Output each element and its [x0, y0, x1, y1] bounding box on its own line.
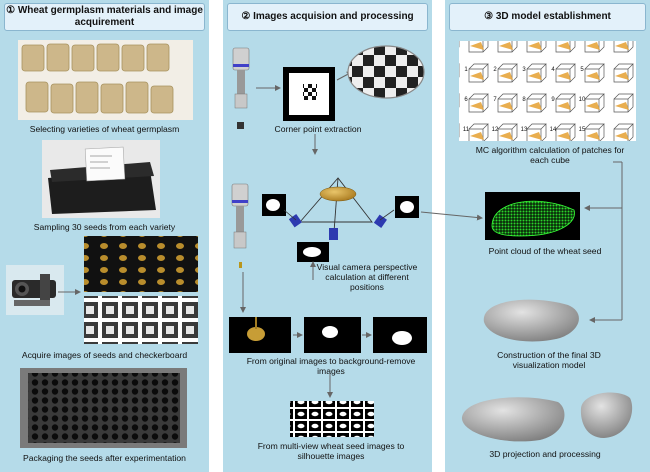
- panel3-header: ③ 3D model establishment: [449, 3, 646, 31]
- background-removed-image: [304, 317, 361, 353]
- cube-number: 3: [522, 67, 526, 73]
- cube-number: 1: [464, 67, 468, 73]
- corner-zoom-ellipse: [347, 45, 425, 99]
- panel3-title: 3D model establishment: [495, 11, 611, 22]
- camera-side: [231, 183, 249, 268]
- silhouette-grid: [290, 401, 374, 437]
- original-image: [229, 317, 291, 353]
- cube-number: 13: [521, 127, 528, 133]
- caption-pointcloud: Point cloud of the wheat seed: [488, 246, 602, 256]
- cube-number: 15: [579, 127, 586, 133]
- point-cloud-seed: [485, 192, 580, 240]
- cube-number: 10: [579, 97, 586, 103]
- packaging-tray-photo: [20, 368, 187, 448]
- caption-acquire: Acquire images of seeds and checkerboard: [21, 350, 188, 360]
- calibration-board: [283, 67, 335, 121]
- cube-number: 8: [522, 97, 526, 103]
- caption-selecting: Selecting varieties of wheat germplasm: [29, 124, 180, 134]
- caption-mc: MC algorithm calculation of patches for …: [475, 145, 625, 165]
- caption-projection: 3D projection and processing: [489, 449, 601, 459]
- caption-packaging: Packaging the seeds after experimentatio…: [23, 453, 186, 463]
- caption-visual: Visual camera perspective calculation at…: [316, 262, 418, 292]
- panel2-number: ②: [241, 11, 251, 22]
- silhouette-image: [373, 317, 427, 353]
- panel3-number: ③: [484, 11, 494, 22]
- multi-view-setup: [262, 177, 419, 262]
- camera-rig-photo: [6, 265, 64, 315]
- caption-construction: Construction of the final 3D visualizati…: [497, 350, 601, 370]
- camera-top: [232, 47, 250, 129]
- cube-number: 7: [493, 97, 497, 103]
- cube-number: 12: [492, 127, 499, 133]
- caption-sampling: Sampling 30 seeds from each variety: [33, 222, 176, 232]
- seed-bags-photo: [18, 40, 193, 120]
- seed-tray-photo: [42, 140, 160, 218]
- panel1-header: ① Wheat germplasm materials and image ac…: [4, 3, 205, 31]
- caption-silhouette: From multi-view wheat seed images to sil…: [257, 441, 405, 461]
- cube-number: 6: [464, 97, 468, 103]
- cube-number: 4: [551, 67, 555, 73]
- panel2-header: ② Images acquision and processing: [227, 3, 428, 31]
- seed-image-grid: [84, 236, 198, 292]
- cube-number: 9: [551, 97, 555, 103]
- panel2-title: Images acquision and processing: [253, 11, 414, 22]
- panel1-number: ①: [6, 5, 16, 16]
- cube-number: 11: [463, 127, 470, 133]
- cube-number: 2: [493, 67, 497, 73]
- mc-cube-table: [459, 41, 636, 141]
- cube-numbers: 1 2 3 4 5 6 7 8 9 10 11 12 13 14 15: [463, 67, 586, 133]
- cube-number: 5: [580, 67, 584, 73]
- final-3d-model: [483, 299, 579, 342]
- panel1-title: Wheat germplasm materials and image acqu…: [17, 5, 203, 28]
- projection-models: [461, 392, 633, 442]
- cube-number: 14: [550, 127, 557, 133]
- checkerboard-image-grid: [84, 296, 198, 344]
- caption-background: From original images to background-remov…: [246, 356, 416, 376]
- caption-corner: Corner point extraction: [274, 124, 362, 134]
